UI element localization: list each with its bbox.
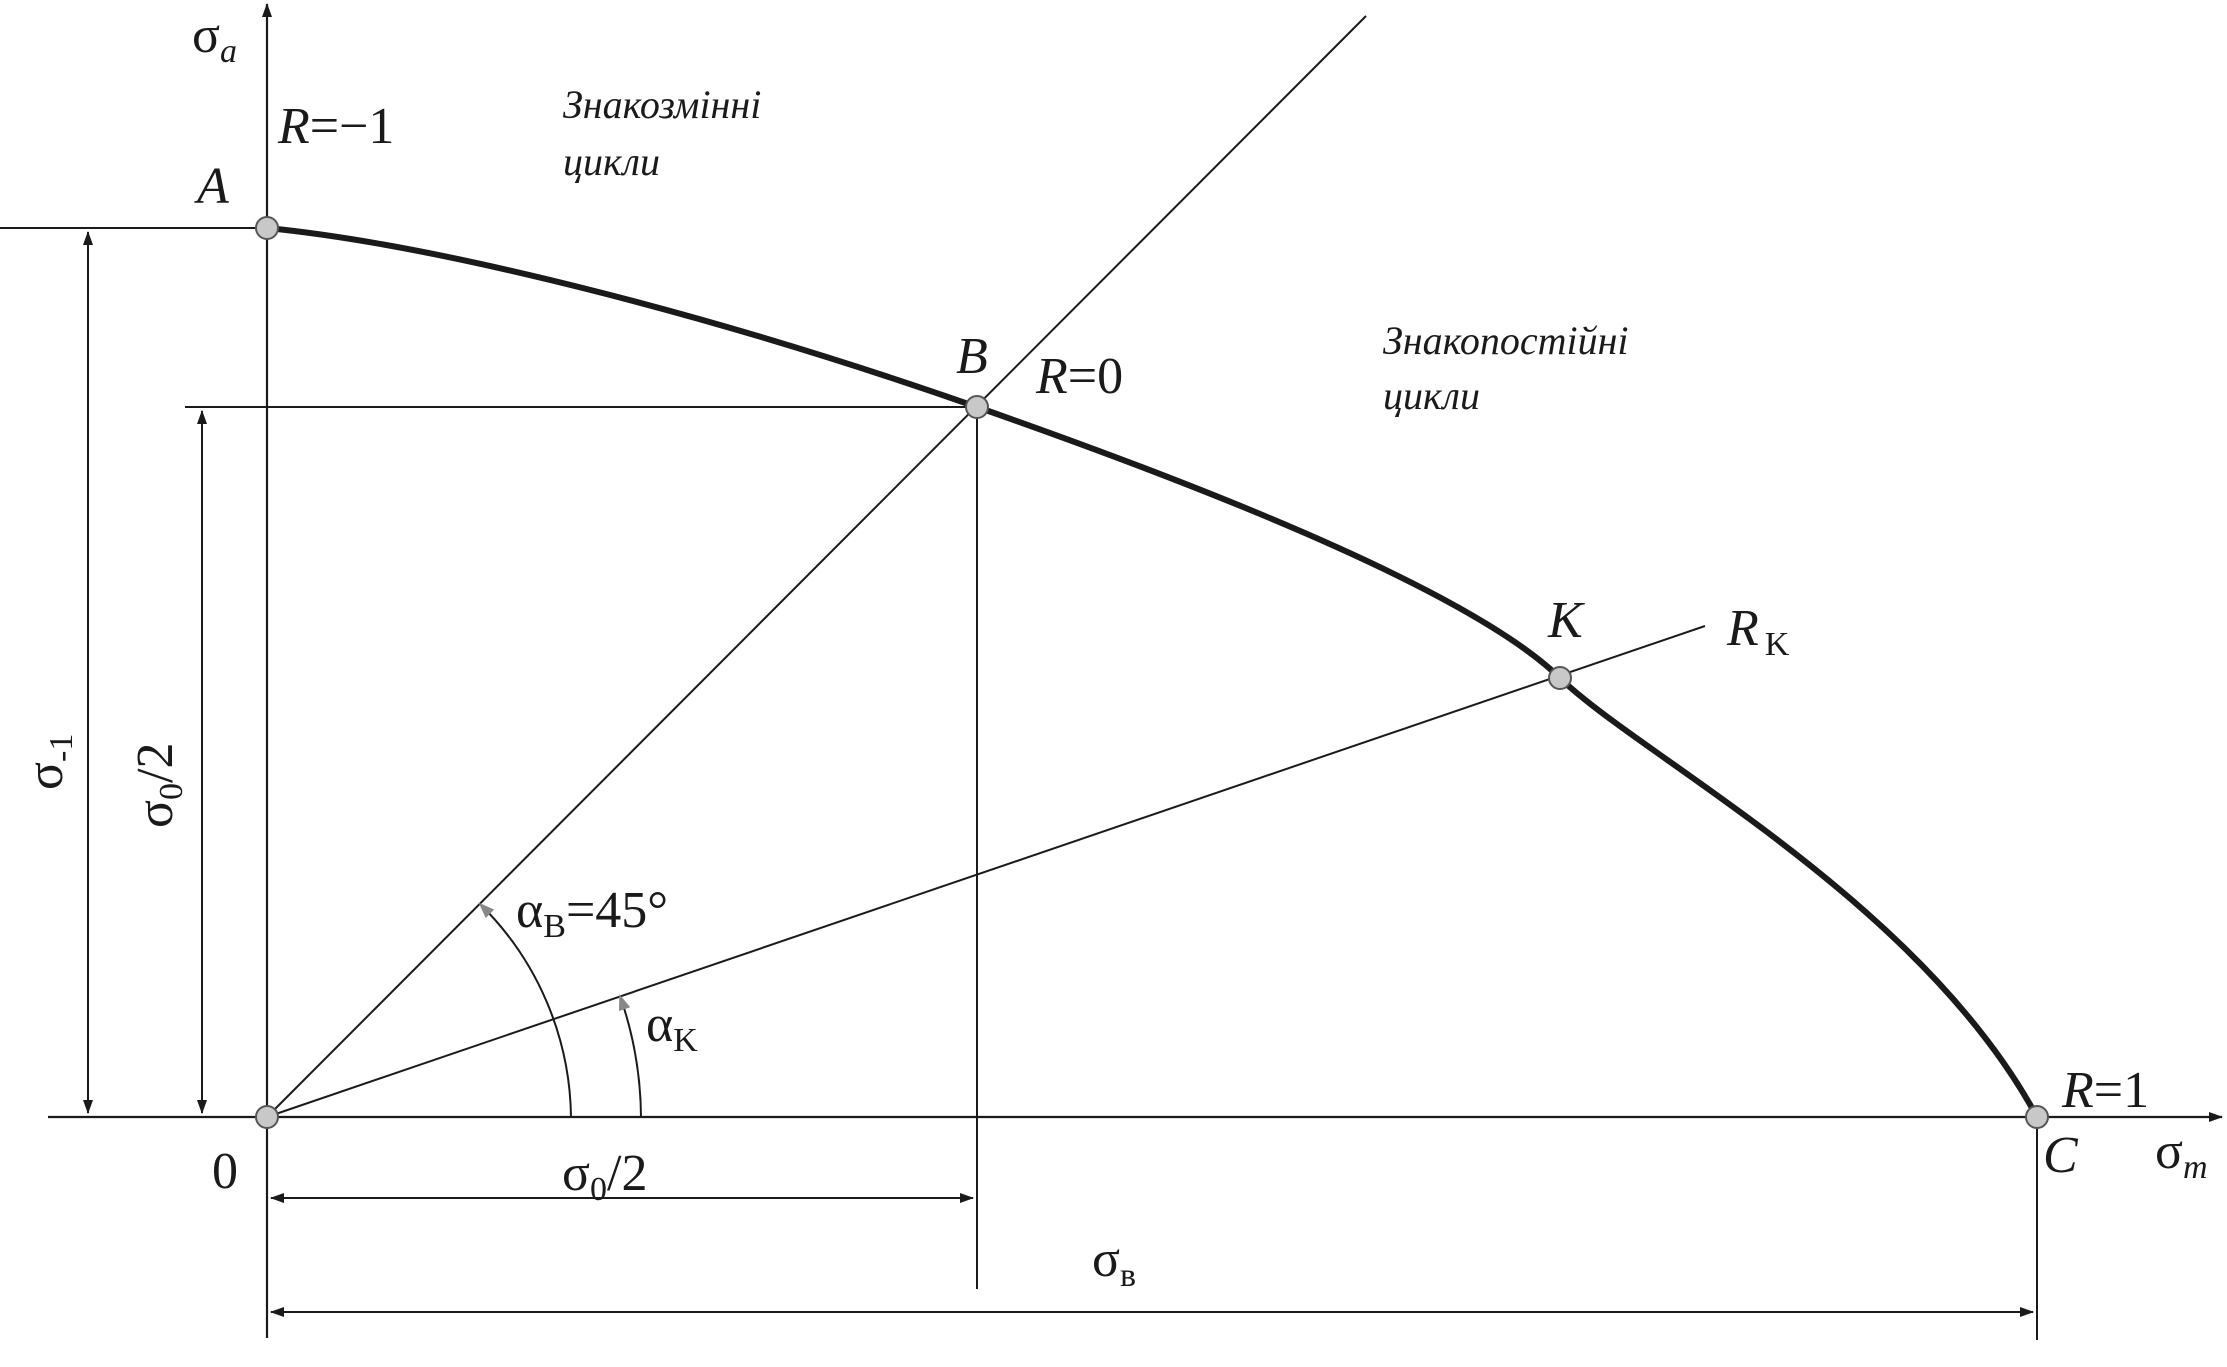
x-axis-label: σm [2155,1123,2208,1186]
point-b-marker [965,395,989,419]
alpha-b-arc [478,902,572,1118]
point-k-marker [1548,666,1572,690]
limit-curve [266,225,2040,1119]
alpha-k-arc [618,994,642,1118]
origin-marker [255,1105,279,1129]
sigma-zero-half-horizontal-label: σ0/2 [562,1145,647,1208]
region-alternating-line2: цикли [563,139,660,184]
y-axis-label: σa [192,7,237,70]
sigma-zero-half-vertical-label: σ0/2 [127,743,190,828]
ray-r-k [266,625,1706,1118]
alpha-b-label: αB=45° [516,882,668,945]
origin-label: 0 [212,1143,238,1200]
point-c-marker [2025,1105,2049,1129]
r-minus-one-label: R=−1 [277,98,394,155]
sigma-b-label: σв [1092,1231,1136,1294]
sigma-minus-one-label: σ-1 [17,734,80,790]
ray-r-zero [266,15,1367,1118]
region-alternating-line1: Знакозмінні [563,82,761,127]
point-k-label: K [1547,592,1585,649]
point-b-label: B [956,328,988,385]
region-constant-line1: Знакопостійні [1383,318,1629,363]
r-zero-label: R=0 [1035,348,1123,405]
r-one-label: R=1 [2061,1062,2149,1119]
region-constant-line2: цикли [1383,373,1480,418]
point-a-label: A [194,158,229,215]
alpha-k-label: αK [646,996,698,1059]
point-c-label: C [2043,1127,2079,1184]
point-a-marker [255,216,279,240]
